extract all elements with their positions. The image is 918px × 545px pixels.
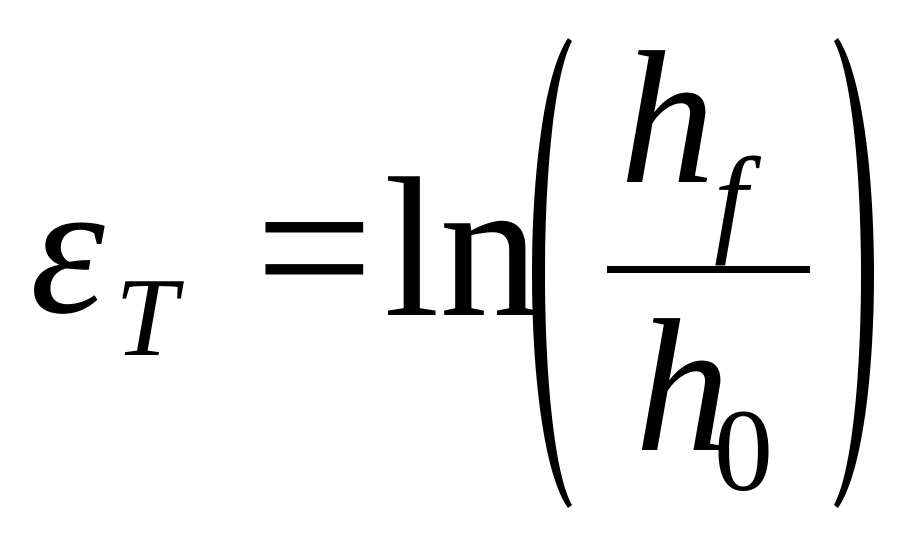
fraction-bar: [607, 266, 810, 273]
epsilon-symbol: ε: [30, 144, 105, 354]
numerator-subscript: f: [714, 133, 762, 266]
equals-sign: =: [255, 132, 373, 364]
left-parenthesis: [532, 38, 572, 508]
numerator-symbol: h: [620, 14, 715, 224]
epsilon-subscript: T: [115, 256, 184, 380]
ln-function: ln: [384, 138, 540, 359]
right-parenthesis: [834, 38, 874, 508]
denominator-subscript: 0: [714, 385, 773, 516]
denominator-symbol: h: [635, 282, 730, 492]
